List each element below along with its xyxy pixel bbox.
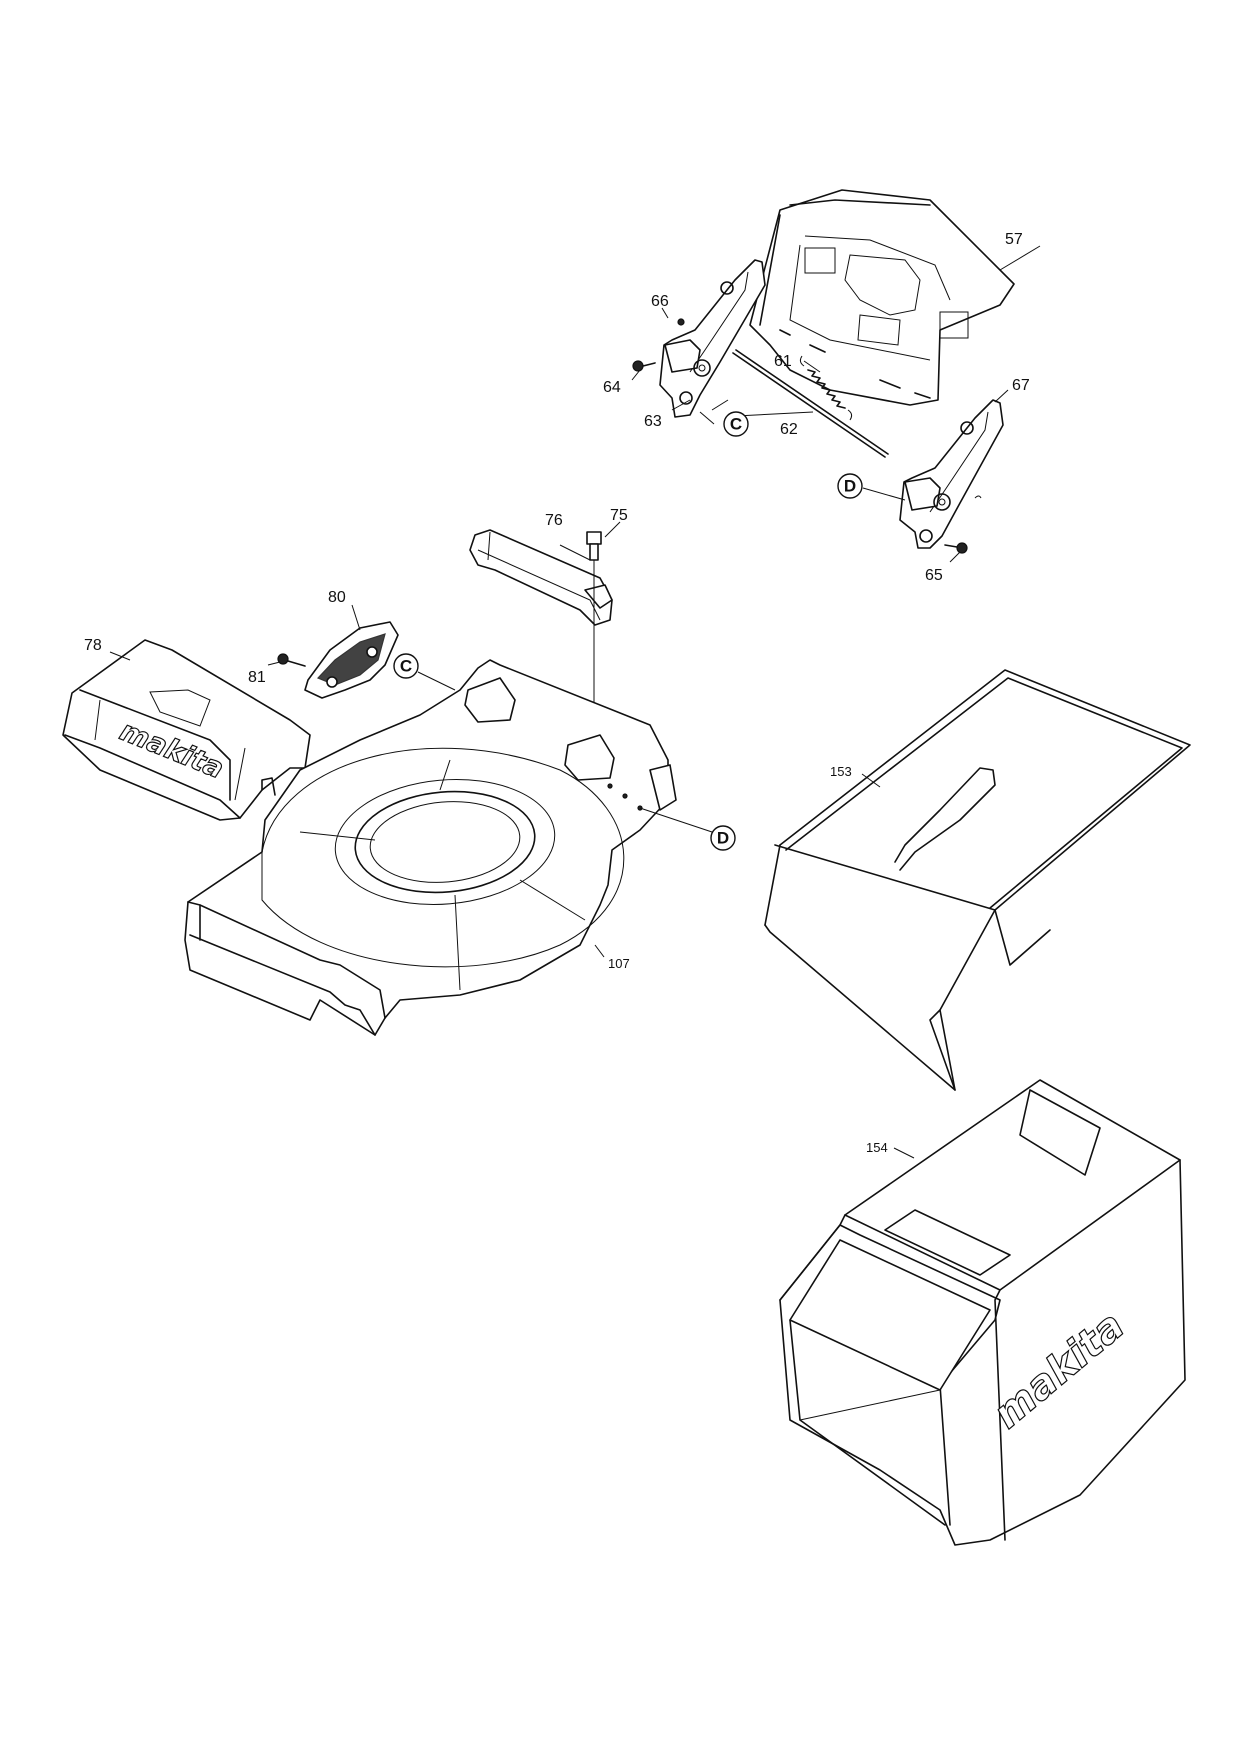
callout-62: 62	[780, 421, 798, 438]
svg-text:D: D	[844, 477, 856, 496]
callout-154: 154	[866, 1140, 888, 1155]
callout-63: 63	[644, 413, 662, 430]
part-57-rear-cover	[749, 189, 1015, 406]
part-80-side-plate	[304, 621, 399, 699]
svg-text:C: C	[400, 657, 412, 676]
leader-lines	[109, 245, 1041, 1159]
callout-61: 61	[774, 353, 792, 370]
ref-d-lower: D	[710, 825, 736, 851]
part-65-screw	[944, 542, 968, 554]
callout-75: 75	[610, 507, 628, 524]
callout-80: 80	[328, 589, 346, 606]
reference-markers: C D C D	[393, 411, 863, 851]
callout-81: 81	[248, 669, 266, 686]
part-78-front-cover: makita	[62, 639, 311, 821]
part-61-spring	[799, 355, 853, 421]
part-62-rod	[732, 349, 889, 458]
part-67-right-bracket	[899, 399, 1004, 549]
callout-66: 66	[651, 293, 669, 310]
part-63-left-bracket	[659, 259, 766, 418]
part-64-screw	[632, 360, 656, 372]
callout-76: 76	[545, 512, 563, 529]
part-153-bag-frame	[764, 669, 1191, 1091]
svg-text:C: C	[730, 415, 742, 434]
callout-153: 153	[830, 764, 852, 779]
callout-64: 64	[603, 379, 621, 396]
callout-107: 107	[608, 956, 630, 971]
callout-65: 65	[925, 567, 943, 584]
callout-57: 57	[1005, 231, 1023, 248]
svg-text:D: D	[717, 829, 729, 848]
ref-c-upper: C	[723, 411, 749, 437]
callout-labels: 57 66 61 64 63 62 67 65 76 75 80 78 81 1…	[84, 231, 1030, 1155]
ref-d-upper: D	[837, 473, 863, 499]
ref-c-lower: C	[393, 653, 419, 679]
part-154-grass-bag: makita	[779, 1079, 1186, 1546]
part-81-screw	[277, 653, 306, 667]
callout-78: 78	[84, 637, 102, 654]
callout-67: 67	[1012, 377, 1030, 394]
part-76-handle	[469, 529, 613, 626]
part-107-deck	[184, 659, 677, 1036]
